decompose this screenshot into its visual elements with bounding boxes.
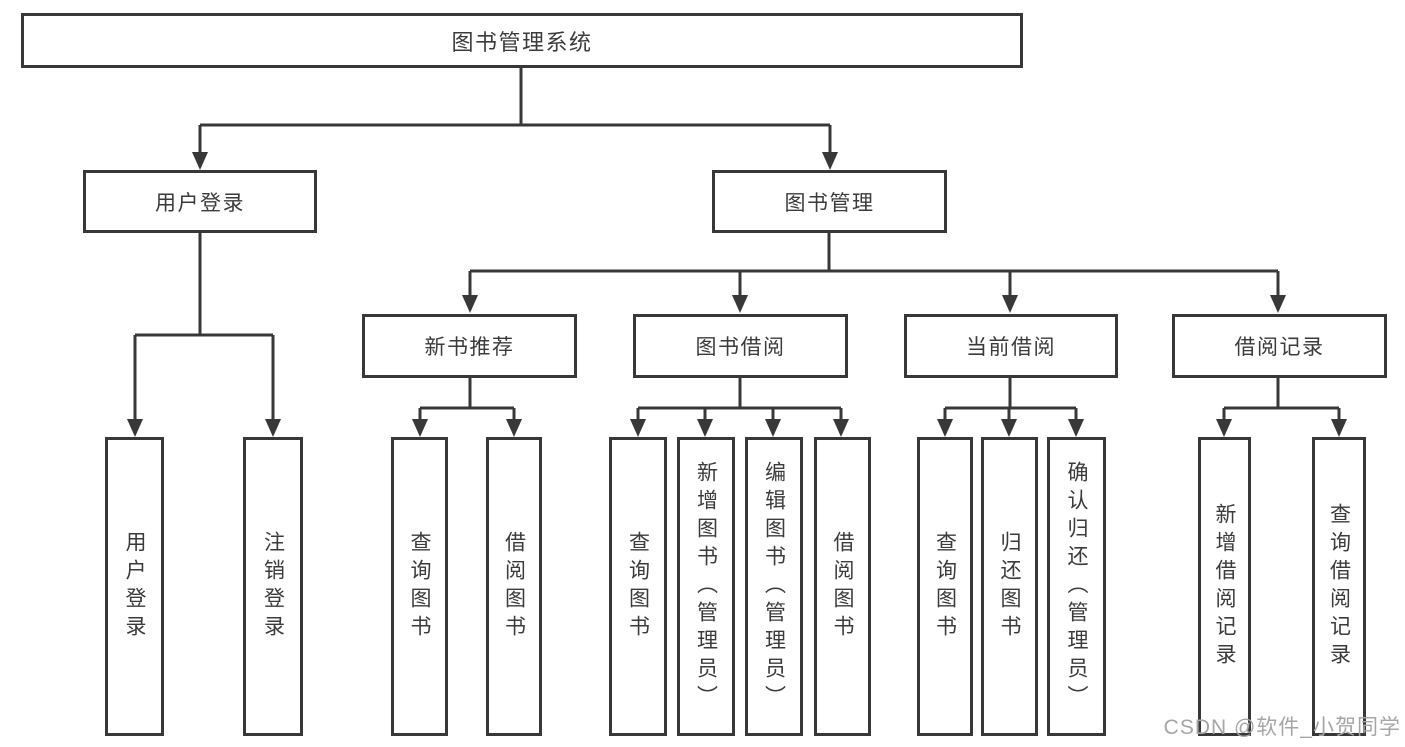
- node-library-management-system: 图书管理系统: [21, 13, 1023, 68]
- leaf-user-login: 用户登录: [105, 437, 164, 736]
- leaf-borrow-books-recommend: 借阅图书: [486, 437, 542, 736]
- node-new-book-recommendation: 新书推荐: [362, 314, 577, 378]
- leaf-query-books-borrowing: 查询图书: [609, 437, 667, 736]
- leaf-logout: 注销登录: [243, 437, 303, 736]
- node-book-borrowing: 图书借阅: [633, 314, 848, 378]
- leaf-confirm-return-admin: 确认归还（管理员）: [1047, 437, 1106, 736]
- csdn-watermark: CSDN @软件_小贺同学: [1163, 716, 1401, 739]
- node-book-management: 图书管理: [712, 170, 947, 233]
- leaf-query-borrow-record: 查询借阅记录: [1312, 437, 1366, 736]
- leaf-query-books-current: 查询图书: [917, 437, 973, 736]
- leaf-query-books-recommend: 查询图书: [391, 437, 448, 736]
- node-borrowing-records: 借阅记录: [1172, 314, 1387, 378]
- leaf-add-borrow-record: 新增借阅记录: [1198, 437, 1251, 736]
- leaf-return-book: 归还图书: [981, 437, 1038, 736]
- leaf-edit-book-admin: 编辑图书（管理员）: [745, 437, 803, 736]
- leaf-add-book-admin: 新增图书（管理员）: [677, 437, 735, 736]
- node-current-borrowing: 当前借阅: [904, 314, 1118, 378]
- node-user-login: 用户登录: [83, 170, 317, 233]
- leaf-borrow-books-borrowing: 借阅图书: [814, 437, 871, 736]
